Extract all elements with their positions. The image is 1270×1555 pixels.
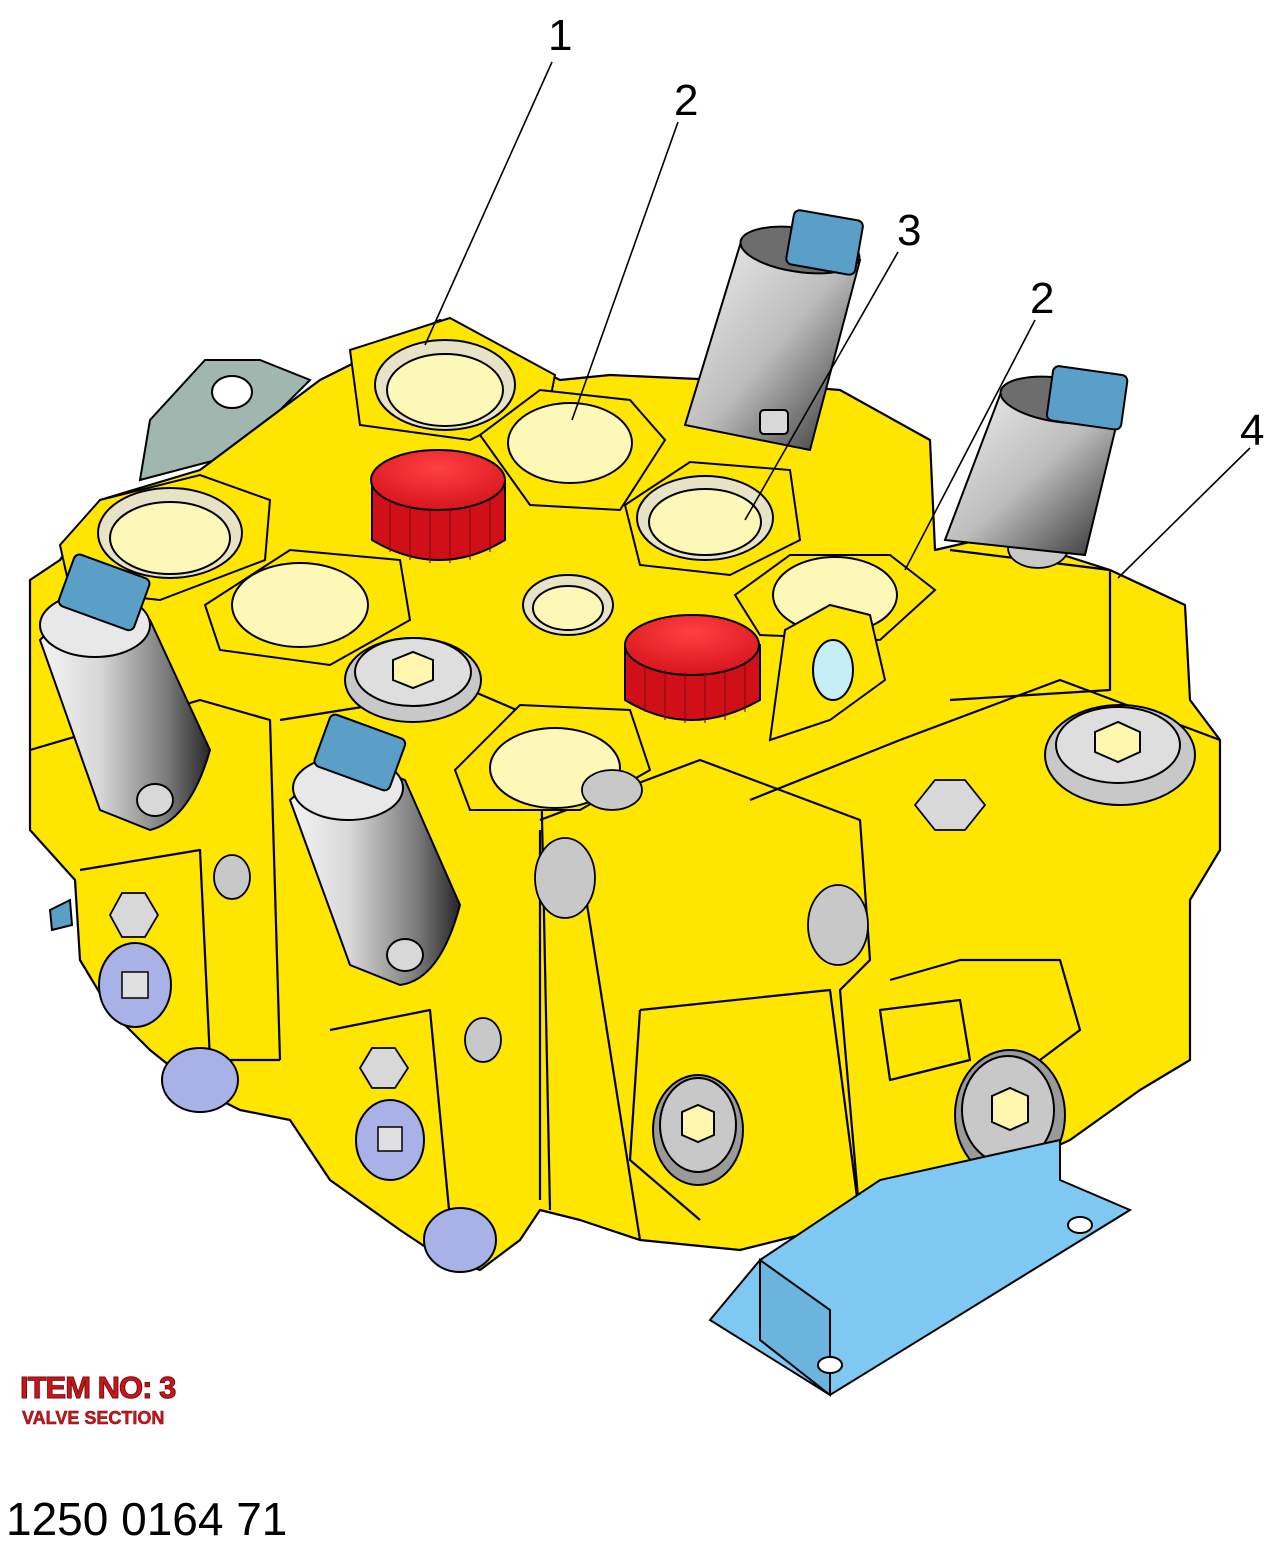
callout-2b: 2 [1030,274,1054,323]
item-description: VALVE SECTION [22,1408,165,1429]
gray-plug-3 [652,1074,744,1186]
callout-4: 4 [1240,406,1264,455]
callout-1: 1 [548,11,572,60]
port-block-4 [733,554,937,642]
callout-3: 3 [897,206,921,255]
blue-bracket-left [48,898,74,932]
port-block-1 [348,316,557,442]
gray-plug-1 [344,637,482,723]
item-number-title: ITEM NO: 3 [19,1370,176,1406]
gray-plug-2 [1044,704,1196,806]
lower-cap-sockets [121,971,403,1152]
rear-mount-plate [138,359,312,482]
blue-bracket [708,1138,1133,1398]
solenoid-icon [943,365,1129,557]
drawing-number: 1250 0164 71 [6,1493,288,1545]
port-block-center [203,548,412,667]
solenoid-icon [288,713,462,987]
port-block-3 [623,460,802,577]
mounting-lug [768,603,887,742]
callout-leaders [424,61,1251,579]
solenoid-icon [683,209,864,452]
red-plug-top [370,449,506,563]
solenoid-icon [38,553,212,832]
red-plug-middle [624,614,761,723]
callout-2: 2 [674,76,698,125]
port-block-small [522,574,614,636]
port-block-2 [478,388,667,512]
